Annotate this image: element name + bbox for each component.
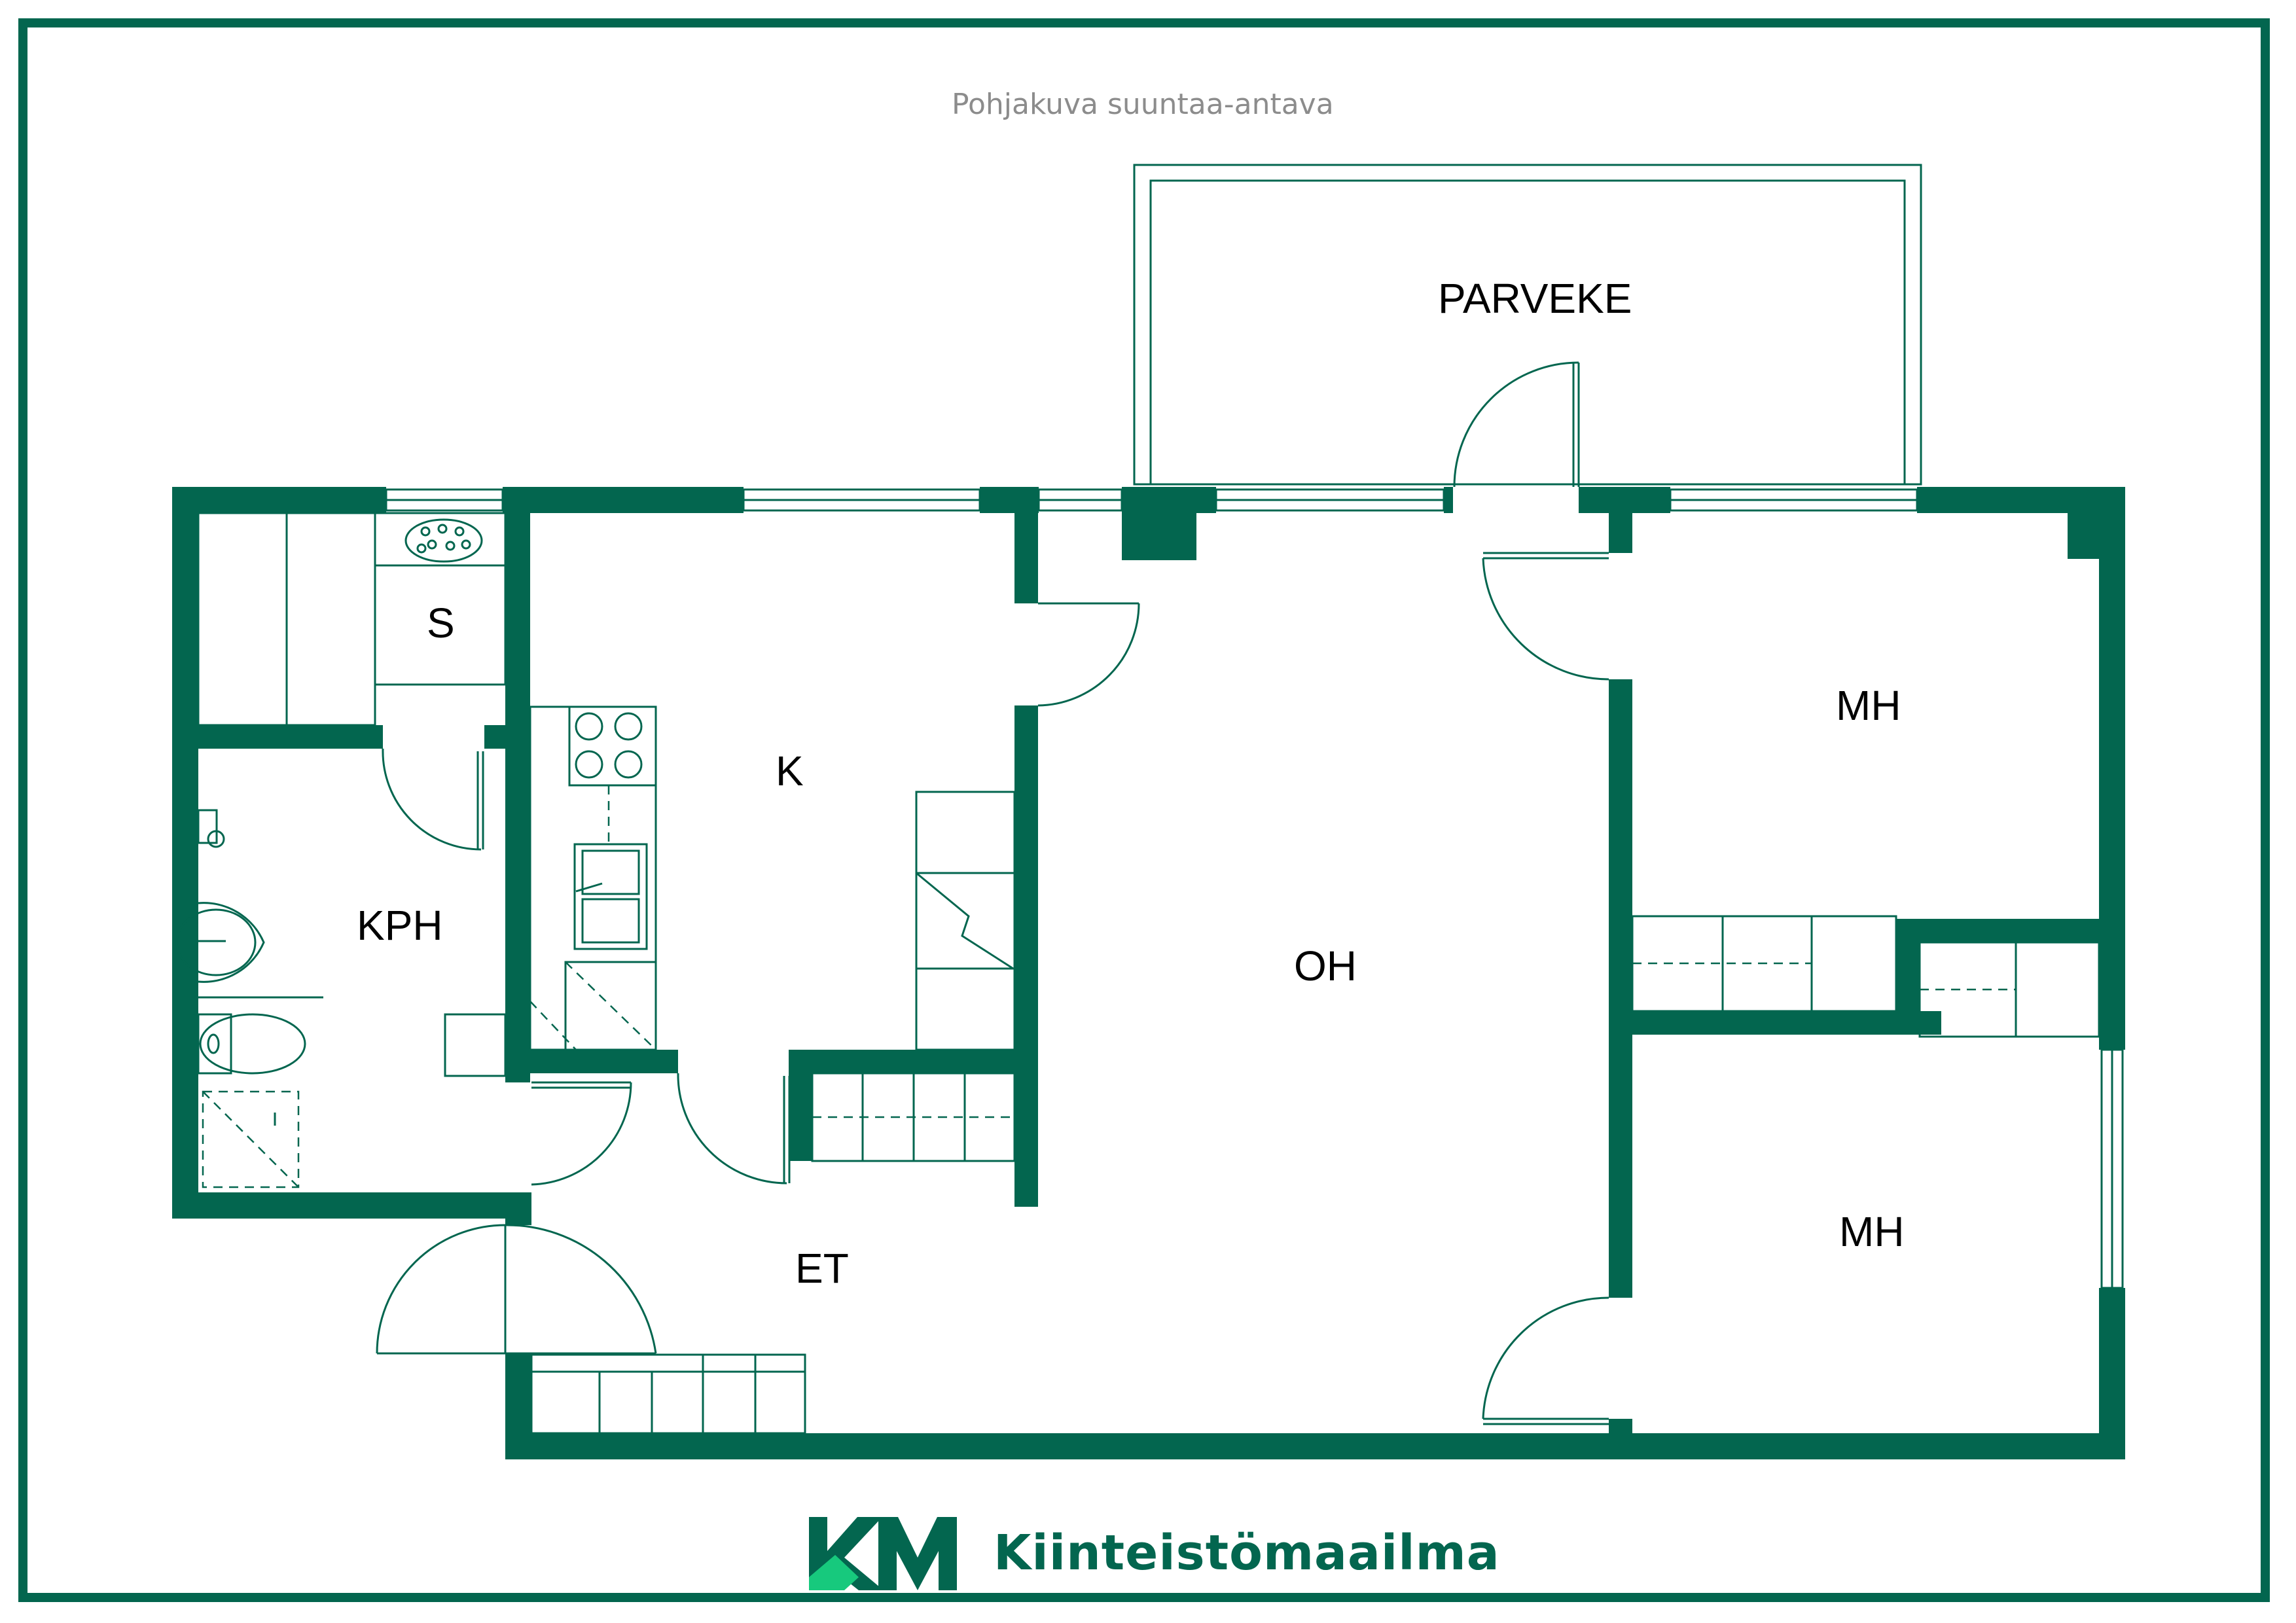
exterior-walls [172,487,2125,1459]
room-label-et: ET [795,1245,849,1292]
room-label-k: K [776,747,804,794]
column [1122,487,1196,560]
balcony [1133,164,1922,486]
windows [385,488,2124,1289]
shower-head-icon [197,809,225,848]
washbasin-icon [175,902,265,983]
room-label-mh-top: MH [1836,682,1901,729]
room-label-mh-bottom: MH [1839,1208,1905,1255]
room-labels: PARVEKE S K KPH OH MH MH ET [357,275,1905,1292]
sauna-stove-icon [404,518,483,563]
page-subtitle: Pohjakuva suuntaa-antava [952,88,1334,121]
washing-machine [444,1013,507,1077]
page-frame [18,18,2270,1602]
fixtures [175,512,2100,1435]
doors [376,361,1609,1425]
room-label-oh: OH [1294,942,1357,990]
room-label-parveke: PARVEKE [1438,275,1632,322]
kitchen-sink-icon [573,843,648,950]
km-logo-icon [809,1517,957,1590]
kitchen-counter [529,705,657,1051]
toilet-icon [197,1013,306,1075]
shower-icon [202,1090,300,1188]
stove-icon [568,705,657,787]
interior-walls [172,487,2112,1445]
brand-name: Kiinteistömaailma [994,1525,1500,1581]
sauna-bench [374,512,507,567]
room-label-kph: KPH [357,902,443,949]
entry-closet [530,1353,806,1435]
room-label-s: S [427,599,455,647]
wardrobe-bottom [1918,941,2100,1038]
